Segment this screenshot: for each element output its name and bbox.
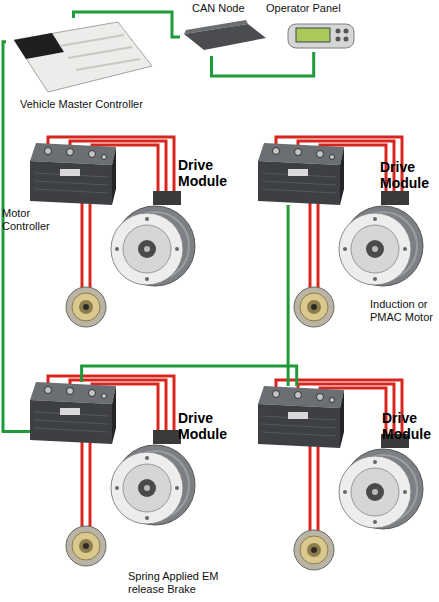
panel-button xyxy=(344,37,349,42)
motor-controller xyxy=(30,143,116,205)
motor-controller xyxy=(258,386,344,448)
drive-module-art xyxy=(258,380,423,570)
panel-case xyxy=(288,24,354,48)
panel-button xyxy=(344,29,349,34)
drive-module-art xyxy=(30,137,195,327)
can-bus-wire xyxy=(74,12,181,37)
connector-block xyxy=(14,33,64,59)
motor-controller xyxy=(258,143,344,205)
drive-module: Drive Module xyxy=(258,386,344,448)
drive-module-art xyxy=(30,376,195,566)
part-label: Spring Applied EM release Brake xyxy=(128,570,238,596)
node-label: Vehicle Master Controller xyxy=(20,98,160,111)
brake xyxy=(66,287,106,327)
case-ridges xyxy=(60,35,140,70)
part-label: Motor Controller xyxy=(2,207,64,233)
operator-panel-image xyxy=(288,24,354,48)
module-heading: Drive Module xyxy=(178,410,263,442)
operator-panel: Operator Panel xyxy=(262,2,356,52)
can-node-body xyxy=(184,24,266,50)
can-bus-wire xyxy=(212,52,314,76)
motor xyxy=(339,434,423,529)
motor-controller xyxy=(30,382,116,444)
can-node: CAN Node xyxy=(180,2,270,56)
vehicle-master-controller-image xyxy=(14,22,152,92)
brake xyxy=(294,530,334,570)
master-controller: Vehicle Master Controller xyxy=(6,18,156,113)
node-label: Operator Panel xyxy=(266,2,356,15)
part-label: Induction or PMAC Motor xyxy=(370,298,438,324)
motor xyxy=(111,430,195,525)
brake xyxy=(66,526,106,566)
module-heading: Drive Module xyxy=(382,410,438,442)
drive-module: Drive Module xyxy=(30,382,116,444)
panel-button xyxy=(336,37,341,42)
can-bus-wire xyxy=(82,366,297,386)
controller-case xyxy=(14,22,152,92)
can-node-image xyxy=(184,20,266,50)
module-heading: Drive Module xyxy=(380,159,438,191)
drive-module: Drive Module xyxy=(258,143,344,205)
can-bus-wire xyxy=(287,205,290,386)
panel-screen xyxy=(296,28,330,42)
module-heading: Drive Module xyxy=(178,157,263,189)
drive-module: Drive Module xyxy=(30,143,116,205)
motor xyxy=(339,191,423,286)
brake xyxy=(294,287,334,327)
motor xyxy=(111,191,195,286)
panel-button xyxy=(336,29,341,34)
node-label: CAN Node xyxy=(192,2,270,15)
